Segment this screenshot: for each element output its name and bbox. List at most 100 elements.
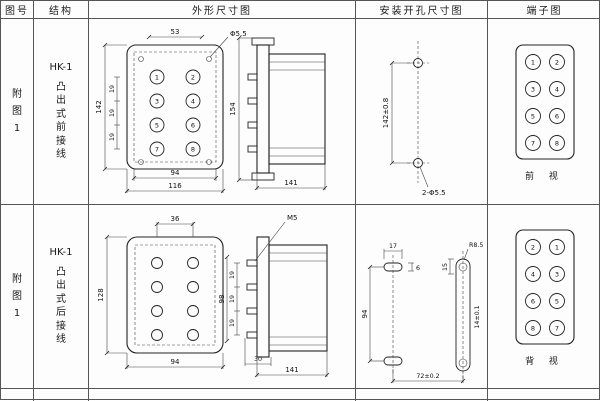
dim-label: 17	[389, 243, 397, 250]
outline-drawing-cell-1: 1 2 3 4 5 6 7 8 53 Φ5.5 142	[89, 19, 356, 205]
header-fig-no: 图号	[1, 1, 34, 19]
terminal-number: 1	[554, 244, 558, 252]
hole-callout: Φ5.5	[230, 30, 247, 38]
dim-label: 94	[171, 358, 180, 366]
terminal-number: 6	[554, 113, 558, 121]
terminal-diagram-rear: 2 1 4 3 6 5 8 7	[514, 229, 575, 345]
header-terminal-diagram: 端子图	[488, 1, 600, 19]
terminal-number: 7	[155, 145, 159, 153]
dim-label: 19	[229, 270, 236, 278]
dim-label: 19	[229, 294, 236, 302]
header-outline-dims: 外形尺寸图	[89, 1, 356, 19]
terminal-cell-2: 2 1 4 3 6 5 8 7 背 视	[488, 205, 600, 389]
structure-char: 后	[56, 307, 66, 318]
structure-char: 线	[56, 149, 66, 160]
structure-char: 式	[56, 108, 66, 120]
fig-no-cell-2: 附 图 1	[1, 205, 34, 389]
front-view-dimensions: 53 Φ5.5 142 19 19 19 94 116	[95, 28, 247, 193]
terminal-number: 7	[530, 140, 534, 148]
dim-label: 53	[171, 28, 180, 36]
structure-model: HK-1	[49, 61, 73, 73]
terminal-number: 5	[155, 121, 159, 129]
terminal-number: 4	[554, 86, 558, 94]
terminal-number: 3	[155, 97, 159, 105]
dim-label: 142	[95, 100, 103, 113]
screw-callout: M5	[287, 214, 298, 222]
terminal-number: 5	[554, 298, 558, 306]
terminal-number: 6	[530, 298, 534, 306]
header-mounting-dims: 安装开孔尺寸图	[356, 1, 488, 19]
terminal-cell-1: 1 2 3 4 5 6 7 8 前 视	[488, 19, 600, 205]
bottom-strip	[89, 389, 356, 401]
mounting-holes	[407, 40, 429, 183]
side-view	[246, 235, 328, 358]
dim-label: 128	[97, 288, 105, 301]
structure-type: 凸 出 式 后 接 线	[56, 266, 66, 347]
fig-no-char: 附	[12, 89, 22, 100]
dim-label: 154	[229, 101, 237, 115]
terminal-number: 3	[554, 271, 558, 279]
fig-no-char: 1	[13, 123, 21, 134]
mounting-dimensions: 17 6 15 R8.5 94 14±0.1 72±0.2	[361, 242, 483, 383]
dim-label: 116	[168, 182, 182, 190]
dim-label: 30	[254, 356, 262, 363]
dim-label: 6	[416, 265, 420, 272]
view-label-rear: 背 视	[525, 357, 564, 367]
dim-label: 19	[109, 84, 116, 92]
structure-char: 接	[56, 135, 66, 147]
dim-label: 141	[285, 366, 298, 374]
side-view-dimensions: M5 19 19 19 98 30 141	[218, 214, 330, 377]
dim-label: 19	[109, 132, 116, 140]
terminal-diagram-front: 1 2 3 4 5 6 7 8	[514, 44, 575, 160]
dim-label: 14±0.1	[474, 305, 481, 328]
mounting-holes-rear-wiring: 17 6 15 R8.5 94 14±0.1 72±0.2	[361, 242, 483, 383]
dim-label: 19	[109, 108, 116, 116]
side-view	[247, 37, 326, 180]
mounting-dimensions: 142±0.8 2-Φ5.5	[382, 60, 446, 197]
structure-char: 出	[56, 280, 66, 291]
structure-char: 线	[56, 334, 66, 345]
terminal-number: 5	[530, 113, 534, 121]
fig-no-char: 图	[12, 291, 22, 302]
dim-label: 142±0.8	[382, 97, 390, 127]
structure-char: 接	[56, 320, 66, 332]
fig-no-char: 附	[12, 274, 22, 285]
structure-char: 出	[56, 95, 66, 106]
fig-no-char: 1	[13, 308, 21, 319]
dim-label: 98	[218, 294, 226, 303]
terminal-number: 2	[554, 59, 558, 67]
terminal-number: 8	[554, 140, 558, 148]
terminal-number: 7	[554, 325, 558, 333]
radius-callout: R8.5	[469, 242, 483, 249]
outline-drawing-front-wiring: 1 2 3 4 5 6 7 8 53 Φ5.5 142	[95, 28, 328, 193]
front-view: 1 2 3 4 5 6 7 8	[126, 43, 224, 170]
structure-cell-1: HK-1 凸 出 式 前 接 线	[34, 19, 89, 205]
structure-char: 凸	[56, 81, 66, 93]
fig-no-char: 图	[12, 106, 22, 117]
outline-drawing-rear-wiring: 36 128 94	[97, 214, 330, 377]
terminal-number: 3	[530, 86, 534, 94]
dim-label: 141	[284, 179, 297, 187]
terminal-number: 4	[530, 271, 534, 279]
header-structure: 结构	[34, 1, 89, 19]
terminal-number: 2	[191, 73, 195, 81]
structure-char: 前	[56, 122, 66, 133]
structure-cell-2: HK-1 凸 出 式 后 接 线	[34, 205, 89, 389]
mounting-drawing-cell-2: 17 6 15 R8.5 94 14±0.1 72±0.2	[356, 205, 488, 389]
rear-view-dimensions: 36 128 94	[97, 215, 226, 369]
view-label-front: 前 视	[525, 172, 564, 182]
terminal-number: 4	[191, 97, 195, 105]
terminal-number: 1	[530, 59, 534, 67]
bottom-strip	[1, 389, 34, 401]
terminal-number: 8	[191, 145, 195, 153]
structure-char: 式	[56, 293, 66, 305]
terminal-number: 6	[191, 121, 195, 129]
dim-label: 36	[171, 215, 180, 223]
bottom-strip	[488, 389, 600, 401]
dim-label: 94	[361, 309, 369, 318]
terminal-number: 2	[530, 244, 534, 252]
side-view-dimensions: 154 141	[229, 35, 328, 190]
terminal-number: 1	[155, 73, 159, 81]
dim-label: 15	[442, 262, 449, 270]
